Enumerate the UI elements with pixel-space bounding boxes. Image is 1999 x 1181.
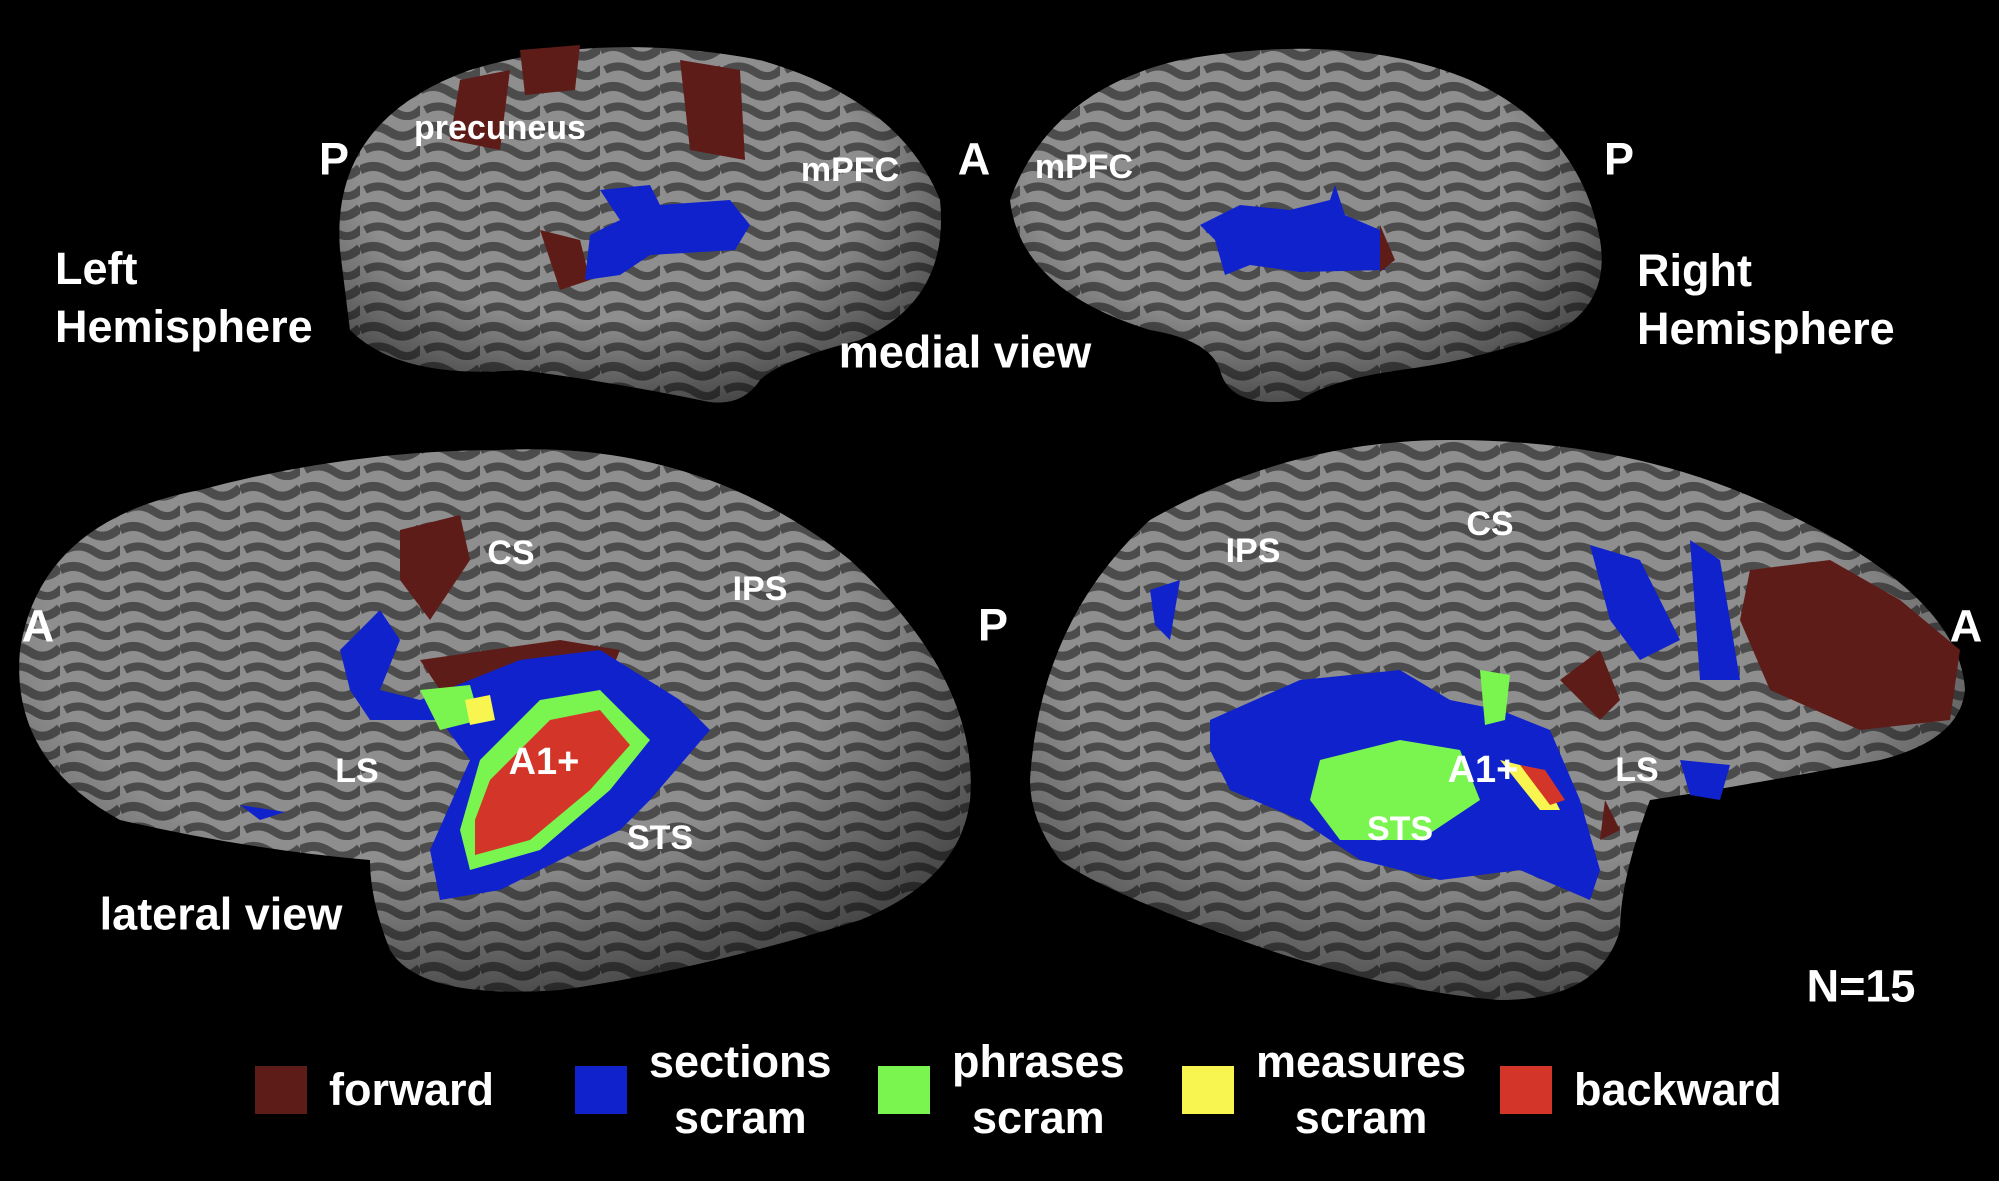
legend-label-backward: backward	[1574, 1064, 1782, 1115]
anterior-label-left-lateral: A	[21, 600, 55, 652]
legend-swatch-sections-scram	[575, 1066, 627, 1114]
right-hemisphere-line2: Hemisphere	[1637, 303, 1895, 354]
left-hemisphere-line1: Left	[55, 243, 138, 294]
legend-line: scram	[972, 1092, 1105, 1143]
legend-swatch-phrases-scram	[878, 1066, 930, 1114]
lateral-view-label: lateral view	[99, 888, 343, 940]
ls-label-right: LS	[1615, 751, 1659, 789]
legend-line: scram	[673, 1092, 807, 1143]
sts-label-left: STS	[626, 819, 694, 857]
legend-label-forward: forward	[329, 1064, 495, 1115]
right-lateral-brain	[1030, 440, 1965, 1000]
ips-label-right: IPS	[1225, 532, 1281, 570]
left-lateral-brain	[19, 449, 971, 992]
anterior-label-right-lateral: A	[1949, 600, 1983, 652]
legend-line: scram	[1294, 1092, 1428, 1143]
legend-item-backward: backward	[1500, 1040, 1782, 1140]
legend-swatch-backward	[1500, 1066, 1552, 1114]
medial-view-label: medial view	[838, 326, 1092, 378]
left-hemisphere-line2: Hemisphere	[55, 301, 313, 352]
posterior-label-left-medial: P	[318, 133, 350, 185]
a1-label-right: A1+	[1447, 749, 1519, 791]
right-medial-brain	[1010, 48, 1602, 402]
posterior-label-right-medial: P	[1603, 133, 1635, 185]
mpfc-label-right: mPFC	[1034, 148, 1134, 186]
cs-label-left: CS	[487, 534, 535, 572]
a1-label-left: A1+	[508, 741, 580, 783]
cs-label-right: CS	[1466, 505, 1514, 543]
legend-line: measures	[1256, 1036, 1467, 1087]
anterior-label-medial: A	[957, 133, 991, 185]
legend-line: phrases	[952, 1036, 1125, 1087]
precuneus-label: precuneus	[414, 109, 586, 147]
mpfc-label-left: mPFC	[800, 151, 900, 189]
legend-swatch-measures-scram	[1182, 1066, 1234, 1114]
sts-label-right: STS	[1366, 810, 1434, 848]
ips-label-left: IPS	[732, 570, 788, 608]
legend-swatch-forward	[255, 1066, 307, 1114]
legend-item-forward: forward	[255, 1040, 494, 1140]
left-hemisphere-label: Left Hemisphere	[55, 240, 313, 356]
legend-line: sections	[649, 1036, 832, 1087]
right-hemisphere-label: Right Hemisphere	[1637, 242, 1895, 358]
posterior-label-lateral: P	[977, 599, 1009, 651]
sample-size-label: N=15	[1806, 960, 1916, 1012]
right-hemisphere-line1: Right	[1637, 245, 1752, 296]
ls-label-left: LS	[335, 752, 379, 790]
left-medial-brain	[339, 45, 941, 403]
